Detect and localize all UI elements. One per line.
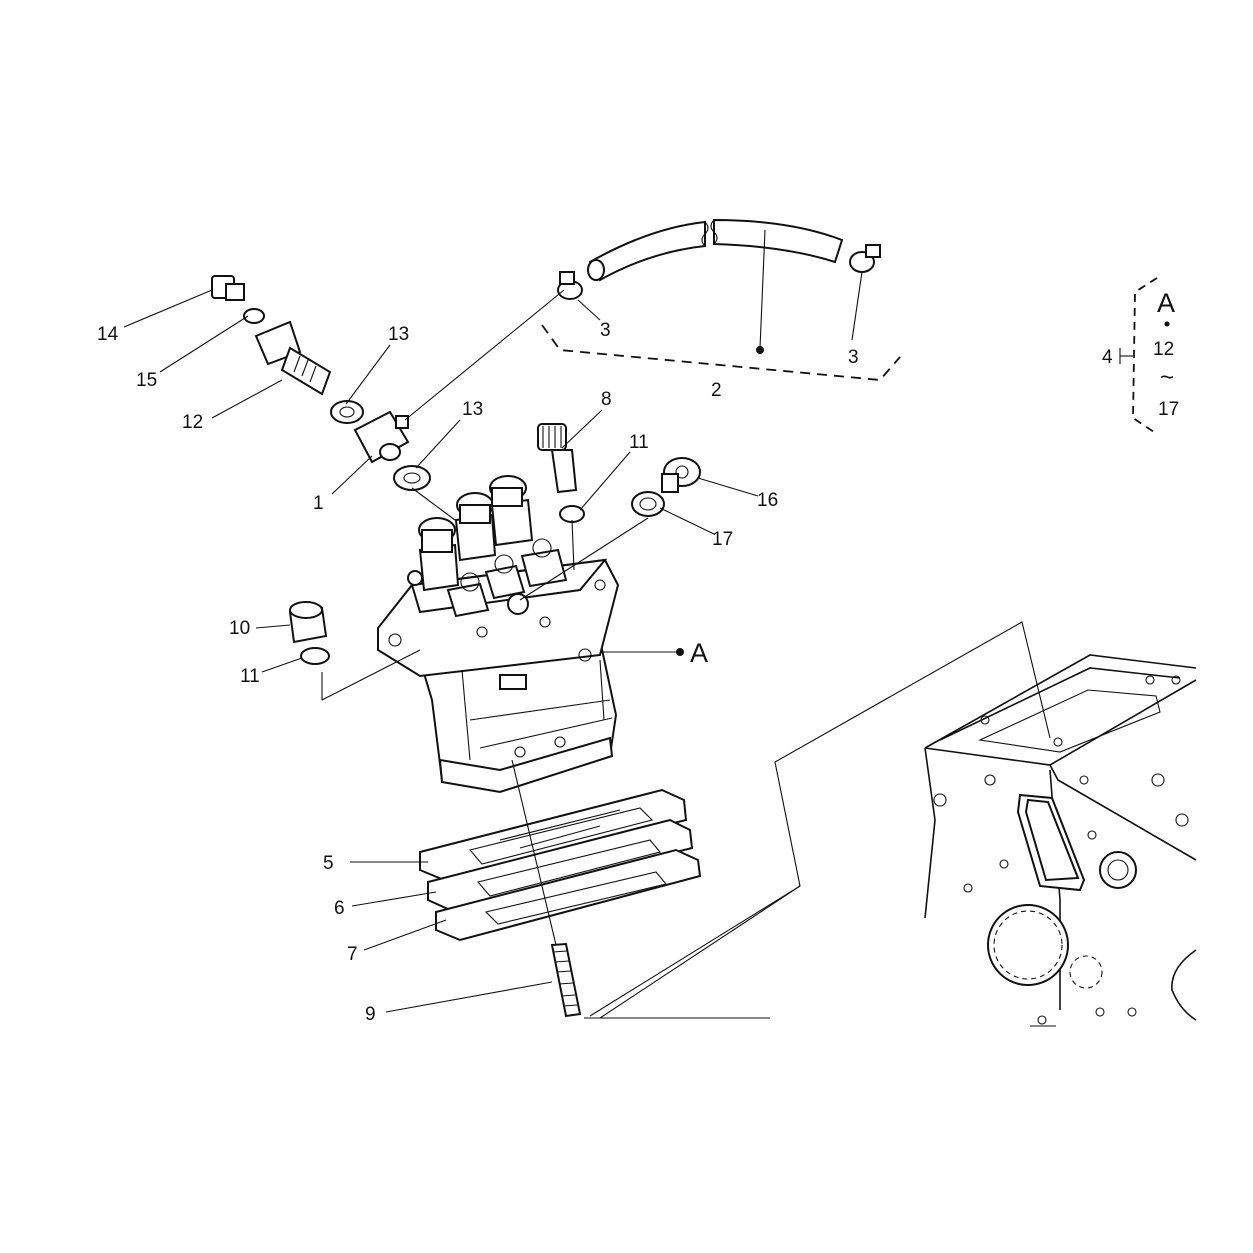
hose-clamp-right xyxy=(849,244,881,273)
plug-16 xyxy=(661,457,701,493)
reference-a-label: A xyxy=(690,638,708,668)
callout-9: 9 xyxy=(365,1004,376,1025)
callout-11-upper: 11 xyxy=(629,432,649,453)
washer-11-lower xyxy=(300,647,330,665)
kit-legend-from: 12 xyxy=(1153,339,1174,360)
gasket-7 xyxy=(435,848,702,942)
screw-8 xyxy=(537,423,578,494)
callout-7: 7 xyxy=(347,944,358,965)
gasket-6 xyxy=(427,818,694,912)
stud-9 xyxy=(550,942,582,1018)
callout-3-right: 3 xyxy=(848,347,859,368)
callout-6: 6 xyxy=(334,898,345,919)
washer-13-lower xyxy=(393,465,431,491)
callout-3-left: 3 xyxy=(600,320,611,341)
banjo-bolt-12 xyxy=(254,320,332,396)
hose-clamp-left xyxy=(557,271,583,300)
injection-pump xyxy=(377,475,620,794)
kit-legend-ref: A xyxy=(1157,288,1175,318)
fitting-1 xyxy=(353,410,410,464)
fuel-hose xyxy=(587,218,844,282)
callout-8: 8 xyxy=(601,389,612,410)
callout-5: 5 xyxy=(323,853,334,874)
callout-10: 10 xyxy=(229,618,250,639)
washer-17 xyxy=(631,491,665,517)
callout-14: 14 xyxy=(97,324,119,345)
kit-legend-index: 4 xyxy=(1102,347,1113,368)
callout-13-upper: 13 xyxy=(388,324,409,345)
callout-1: 1 xyxy=(313,493,324,514)
kit-legend-range-symbol: ~ xyxy=(1160,364,1174,391)
callout-12: 12 xyxy=(182,412,203,433)
gasket-5 xyxy=(419,788,688,882)
washer-15 xyxy=(243,308,265,324)
washer-11-upper xyxy=(559,505,585,523)
kit-legend: 4 A 12 ~ 17 xyxy=(1102,277,1179,435)
callout-16: 16 xyxy=(757,490,778,511)
kit-legend-to: 17 xyxy=(1158,399,1179,420)
callout-17: 17 xyxy=(712,529,733,550)
hose-assembly-bracket xyxy=(541,324,901,381)
bolt-14 xyxy=(211,275,245,301)
washer-13-upper xyxy=(330,400,364,424)
callout-13-lower: 13 xyxy=(462,399,483,420)
engine-block xyxy=(924,654,1197,1027)
callout-2: 2 xyxy=(711,380,722,401)
callout-11-lower: 11 xyxy=(240,666,260,687)
callout-15: 15 xyxy=(136,370,157,391)
nut-10 xyxy=(288,601,328,644)
leader-lines xyxy=(123,271,863,1013)
